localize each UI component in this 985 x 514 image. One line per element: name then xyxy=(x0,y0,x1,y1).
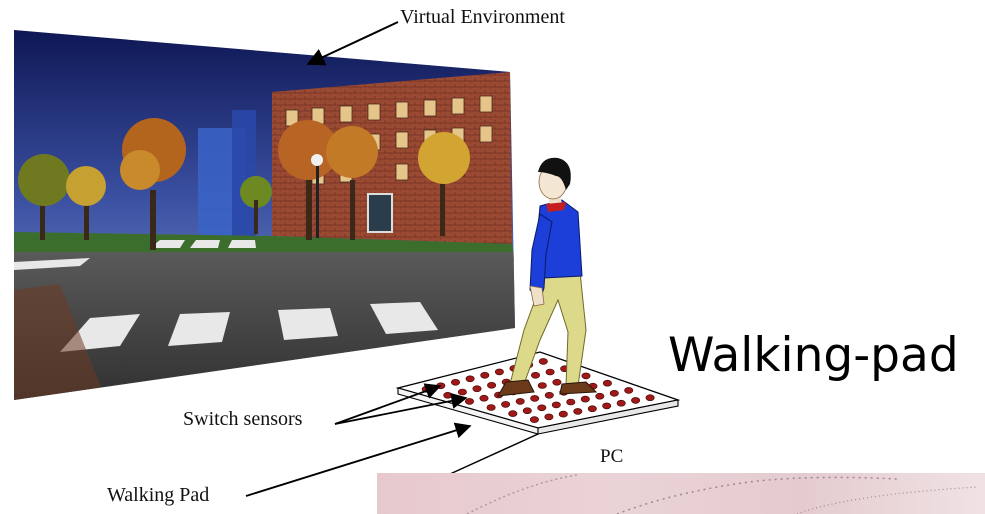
sensor-dot xyxy=(501,401,511,408)
sensor-dot xyxy=(602,379,612,387)
sensor-dot xyxy=(472,385,482,393)
sensor-dot xyxy=(645,394,655,402)
walking-pad-arrow xyxy=(245,422,472,497)
sensor-dot xyxy=(457,388,467,396)
walking-pad-title: Walking-pad xyxy=(668,328,959,383)
sensor-dot xyxy=(450,378,460,386)
pc-label: PC xyxy=(600,446,624,467)
tree-group xyxy=(18,118,470,250)
switch-sensors-label: Switch sensors xyxy=(183,408,303,430)
sensor-dot xyxy=(551,401,561,409)
sensor-dot xyxy=(545,368,555,376)
walking-person-icon xyxy=(497,157,598,397)
sensor-dot xyxy=(544,413,554,421)
sensor-dot xyxy=(544,391,554,399)
sensor-dot xyxy=(616,399,626,407)
sensor-dot xyxy=(595,392,605,400)
virtual-scene-panel xyxy=(14,30,515,400)
sensor-dot xyxy=(436,382,446,390)
sensor-dot xyxy=(515,398,525,405)
sensor-dot xyxy=(487,381,497,389)
sensor-dot xyxy=(587,405,597,413)
sensor-dot xyxy=(537,382,547,389)
sensor-dot xyxy=(508,410,518,417)
sensor-dot xyxy=(494,368,504,376)
switch-sensors-arrow xyxy=(334,383,442,425)
walking-pad-label: Walking Pad xyxy=(107,484,210,506)
sensor-dot xyxy=(573,408,583,415)
sensor-dot xyxy=(566,398,576,406)
sensor-dot xyxy=(465,375,475,383)
sensor-dot xyxy=(609,389,619,397)
sensor-dot xyxy=(479,394,489,402)
sensor-dot xyxy=(529,416,539,423)
virtual-environment-label: Virtual Environment xyxy=(400,6,565,28)
sensor-dot xyxy=(631,397,641,404)
sensor-dot xyxy=(581,372,591,380)
switch-sensors-arrow-2 xyxy=(334,392,468,425)
sensor-dot xyxy=(443,391,453,399)
sensor-dot xyxy=(530,395,540,402)
sensor-pad-icon xyxy=(395,351,681,435)
ve-arrow xyxy=(306,21,399,66)
pc-cable xyxy=(449,433,539,475)
sensor-dot xyxy=(522,407,532,415)
sensor-dot xyxy=(486,404,496,411)
sensor-dot xyxy=(552,378,562,386)
sensor-dot xyxy=(580,395,590,403)
walking-pad-photo xyxy=(377,473,985,514)
sensor-dot xyxy=(602,402,612,410)
sensor-dot xyxy=(464,398,474,405)
sensor-dot xyxy=(558,410,568,418)
sensor-dot xyxy=(530,371,540,379)
sensor-dot xyxy=(480,371,490,379)
sensor-dot xyxy=(537,404,547,412)
sensor-dot xyxy=(538,358,548,365)
sensor-dot xyxy=(624,387,634,394)
